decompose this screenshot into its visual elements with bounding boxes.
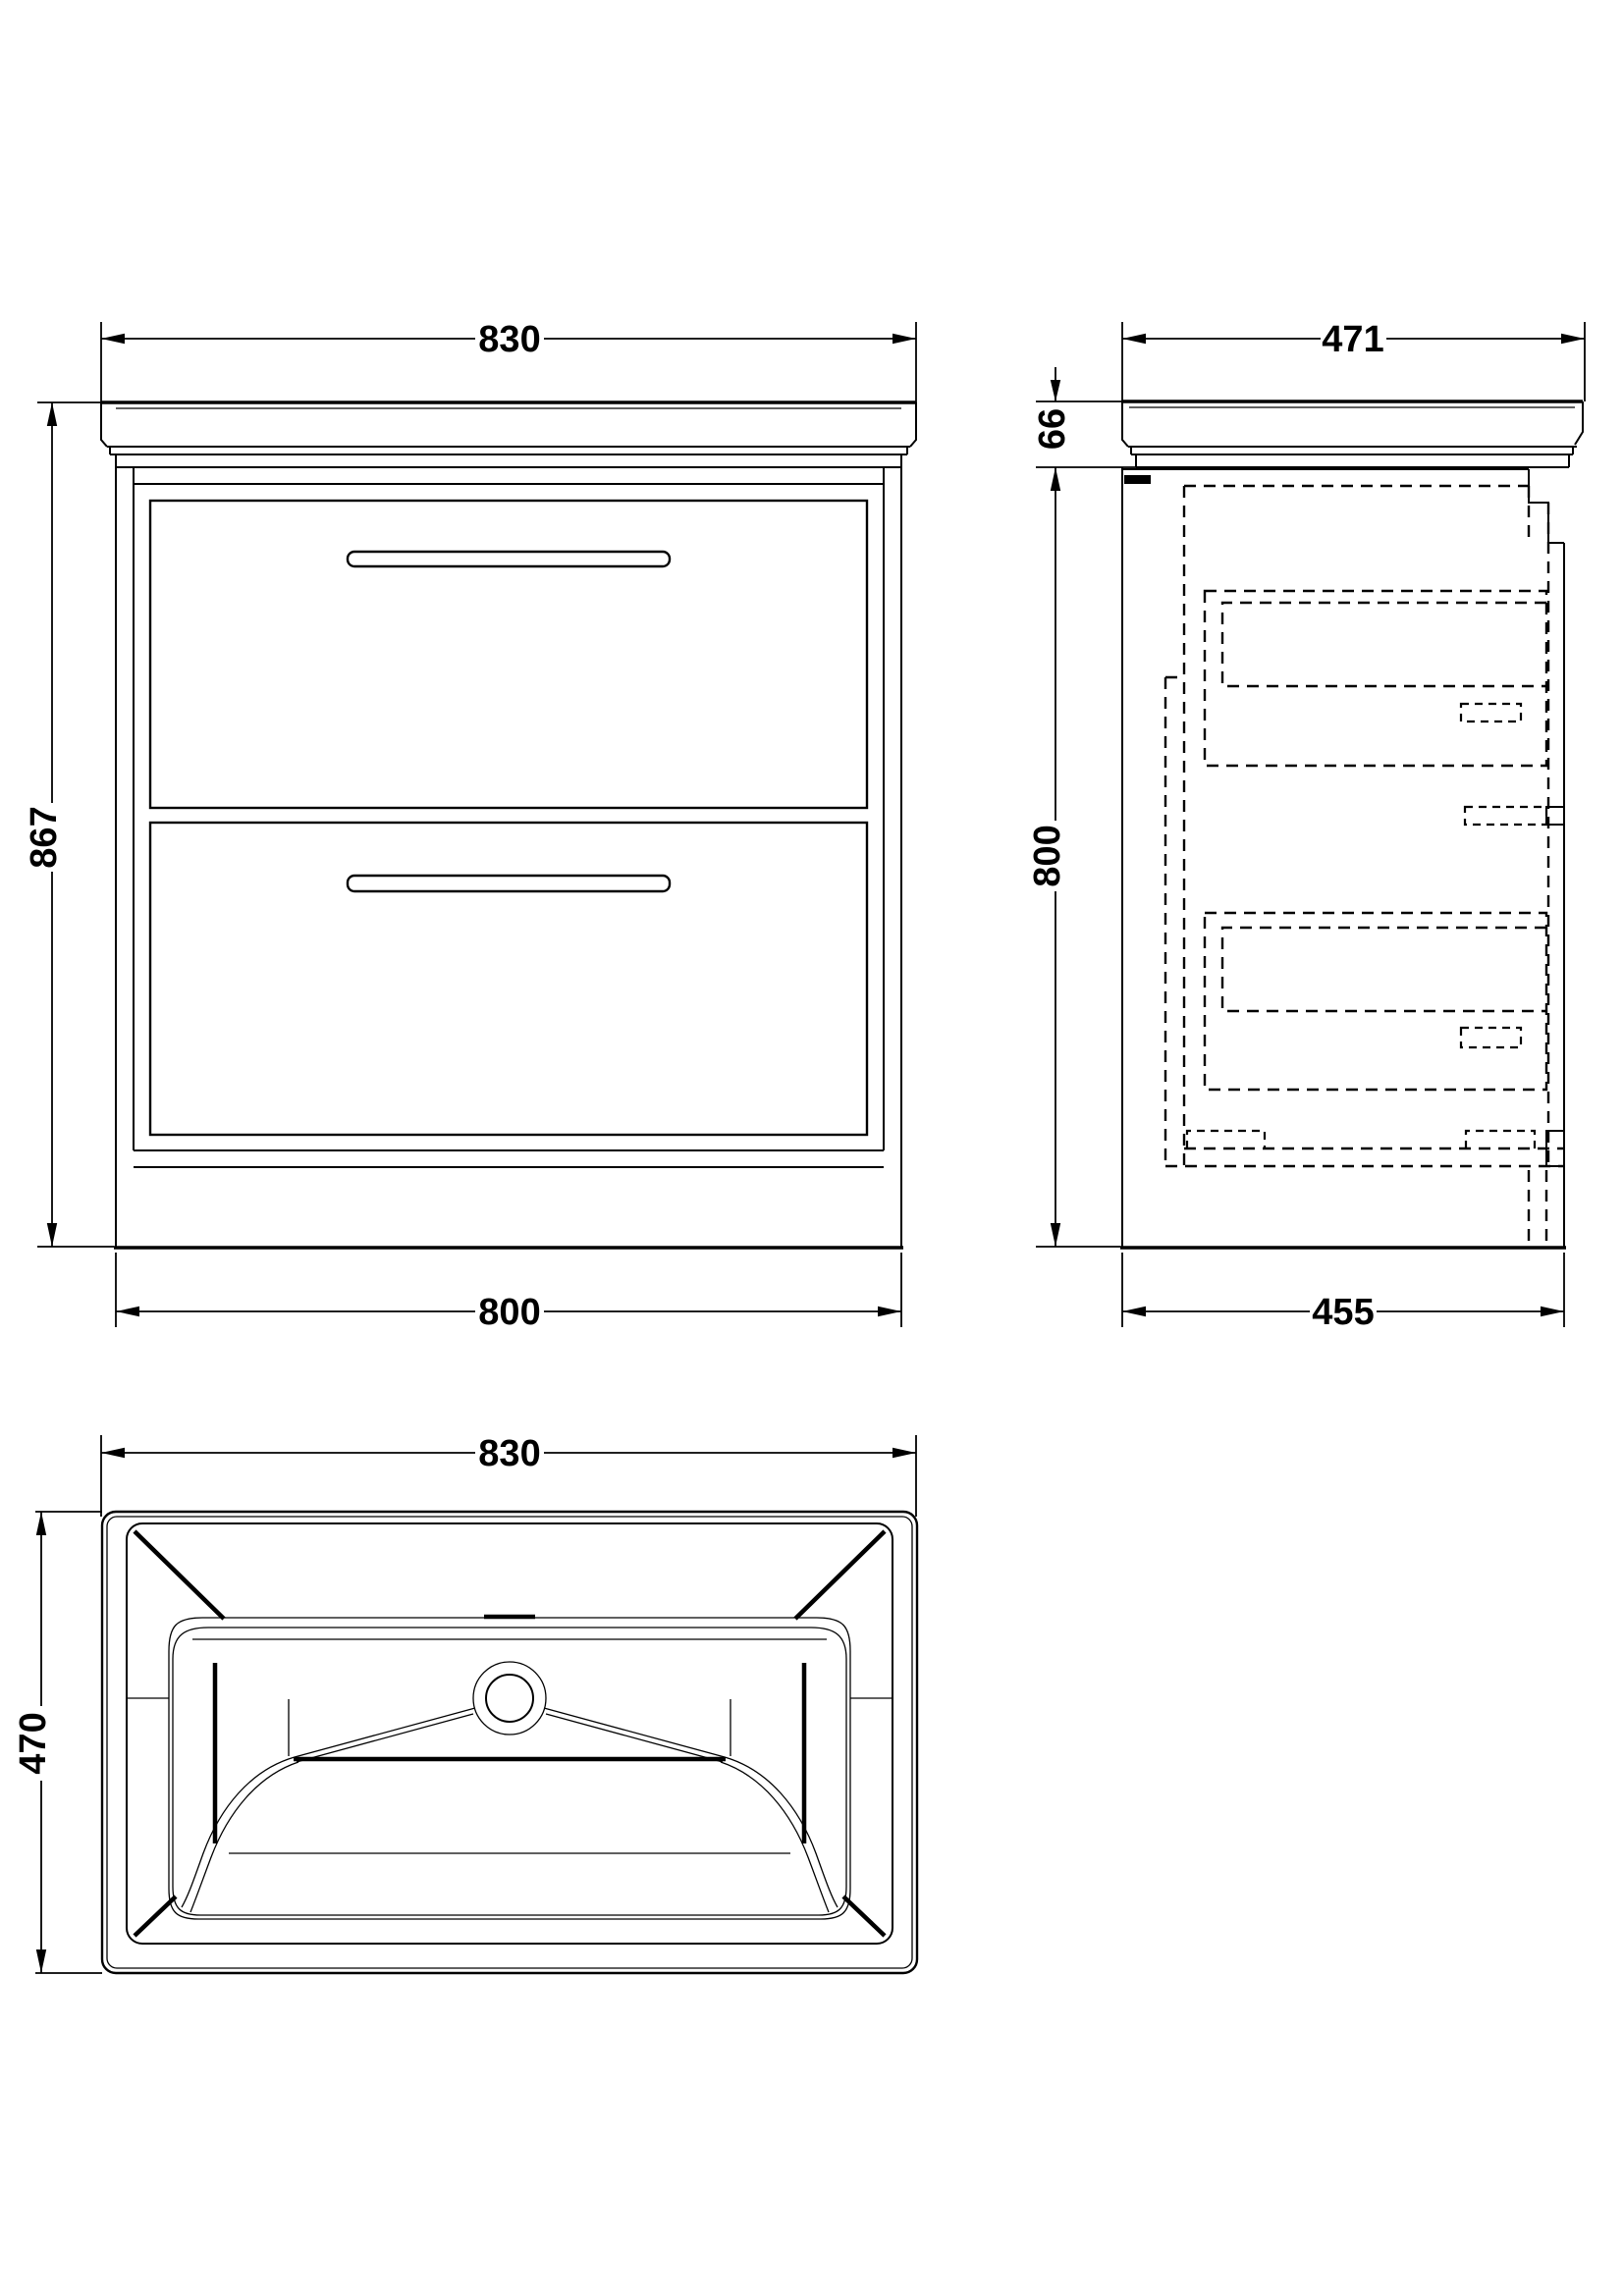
- witness-line: [1121, 322, 1586, 404]
- bowl-swoosh-left: [181, 1756, 299, 1913]
- dim-label-front-height: 867: [24, 806, 65, 868]
- side-dim-depth-top: 471: [1121, 319, 1586, 404]
- side-hidden-internals: [1163, 484, 1565, 1247]
- plinth-dashed: [1527, 1170, 1548, 1247]
- front-countertop: [100, 400, 917, 468]
- countertop-apron: [115, 454, 902, 468]
- arrow-left: [1122, 1306, 1146, 1317]
- top-view: 830 470: [13, 1433, 919, 1975]
- arrow-up: [35, 1512, 47, 1535]
- side-dim-depth-bottom: 455: [1121, 1253, 1565, 1333]
- drawer-1-handle: [346, 550, 672, 568]
- countertop-sides: [100, 402, 917, 448]
- bowl-swoosh-right: [720, 1756, 839, 1913]
- arrow-right: [893, 333, 916, 345]
- dim-label-side-countertop-height: 66: [1032, 408, 1073, 450]
- top-dim-width: 830: [100, 1433, 917, 1517]
- front-rail-dashed: [1163, 675, 1184, 1166]
- witness-line: [35, 1511, 102, 1974]
- basin-plan: [100, 1510, 919, 1975]
- arrow-right: [1561, 333, 1585, 345]
- arrow-down: [1050, 1223, 1061, 1247]
- front-cabinet: [114, 467, 903, 1250]
- countertop-bottom: [107, 446, 910, 455]
- overflow-inner-circle: [485, 1674, 534, 1723]
- bowl-side-shadows: [212, 1663, 807, 1843]
- witness-line: [1036, 400, 1136, 468]
- drawer-1-box-dashed: [1203, 589, 1548, 768]
- arrow-up: [1050, 467, 1061, 491]
- mid-runner-block: [1545, 806, 1565, 826]
- witness-line: [37, 401, 114, 1248]
- side-dim-countertop-height: 66: [1032, 367, 1136, 468]
- drawer-2-box-dashed: [1203, 911, 1548, 1092]
- basin-outer-inner-line: [106, 1516, 913, 1969]
- drawer-1-box-inner-dashed: [1220, 601, 1546, 688]
- top-dim-depth: 470: [13, 1511, 102, 1974]
- arrow-bottom: [46, 1223, 58, 1247]
- dim-label-side-depth-top: 471: [1322, 319, 1383, 360]
- arrow-left: [1122, 333, 1146, 345]
- arrow-right: [1541, 1306, 1564, 1317]
- drawer-1: [148, 499, 869, 810]
- arrow-right: [893, 1447, 916, 1459]
- bottom-feet-dashed: [1185, 1129, 1537, 1148]
- drawer-2-handle: [346, 874, 672, 893]
- fixing-clip: [1124, 475, 1151, 484]
- back-block: [1545, 1130, 1565, 1167]
- front-dim-width-top: 830: [100, 319, 917, 404]
- dim-label-top-depth: 470: [13, 1712, 54, 1774]
- arrow-right: [878, 1306, 901, 1317]
- basin-rim: [126, 1522, 893, 1945]
- side-view: 471: [1027, 319, 1586, 1333]
- dim-label-top-width: 830: [478, 1433, 540, 1474]
- dim-label-side-cabinet-height: 800: [1027, 825, 1068, 886]
- overflow-outer-circle: [472, 1661, 547, 1735]
- dim-label-front-width-bottom: 800: [478, 1292, 540, 1333]
- drawer-2-box-inner-dashed: [1220, 926, 1546, 1013]
- carcass-inner-dashed: [1182, 484, 1550, 1166]
- drawer-1-runner-dashed: [1459, 702, 1523, 723]
- countertop-sides: [1121, 401, 1584, 448]
- witness-line: [100, 1435, 917, 1517]
- front-view: 830 867: [24, 319, 917, 1333]
- corner-diagonals: [133, 1529, 887, 1938]
- bowl-outline-inner: [172, 1627, 847, 1916]
- witness-line: [115, 1253, 902, 1327]
- cabinet-frame: [133, 467, 885, 1168]
- basin-outer-edge: [100, 1510, 919, 1975]
- drawer-2-runner-dashed: [1459, 1026, 1523, 1049]
- bowl-tent-lines: [294, 1707, 726, 1763]
- dim-label-front-width-top: 830: [478, 319, 540, 360]
- arrow-left: [101, 1447, 125, 1459]
- bottom-rails-dashed: [1165, 1147, 1564, 1168]
- drawer-2: [148, 821, 869, 1137]
- arrow-down: [35, 1949, 47, 1973]
- arrow-left: [116, 1306, 139, 1317]
- countertop-apron: [1135, 454, 1570, 468]
- front-dim-width-bottom: 800: [115, 1253, 902, 1333]
- side-countertop: [1121, 400, 1584, 468]
- arrow-left: [101, 333, 125, 345]
- dim-label-side-depth-bottom: 455: [1312, 1292, 1374, 1333]
- cabinet-sides: [115, 467, 902, 1247]
- witness-line: [100, 322, 917, 404]
- bowl-outline-outer: [168, 1617, 851, 1920]
- witness-line: [1121, 1253, 1565, 1327]
- arrow-top: [46, 402, 58, 426]
- countertop-bottom: [1128, 446, 1577, 455]
- front-dim-height: 867: [24, 401, 114, 1248]
- bowl-side-lines: [288, 1699, 731, 1756]
- side-dim-cabinet-height: 800: [1027, 467, 1120, 1248]
- arrow-down: [1050, 380, 1061, 401]
